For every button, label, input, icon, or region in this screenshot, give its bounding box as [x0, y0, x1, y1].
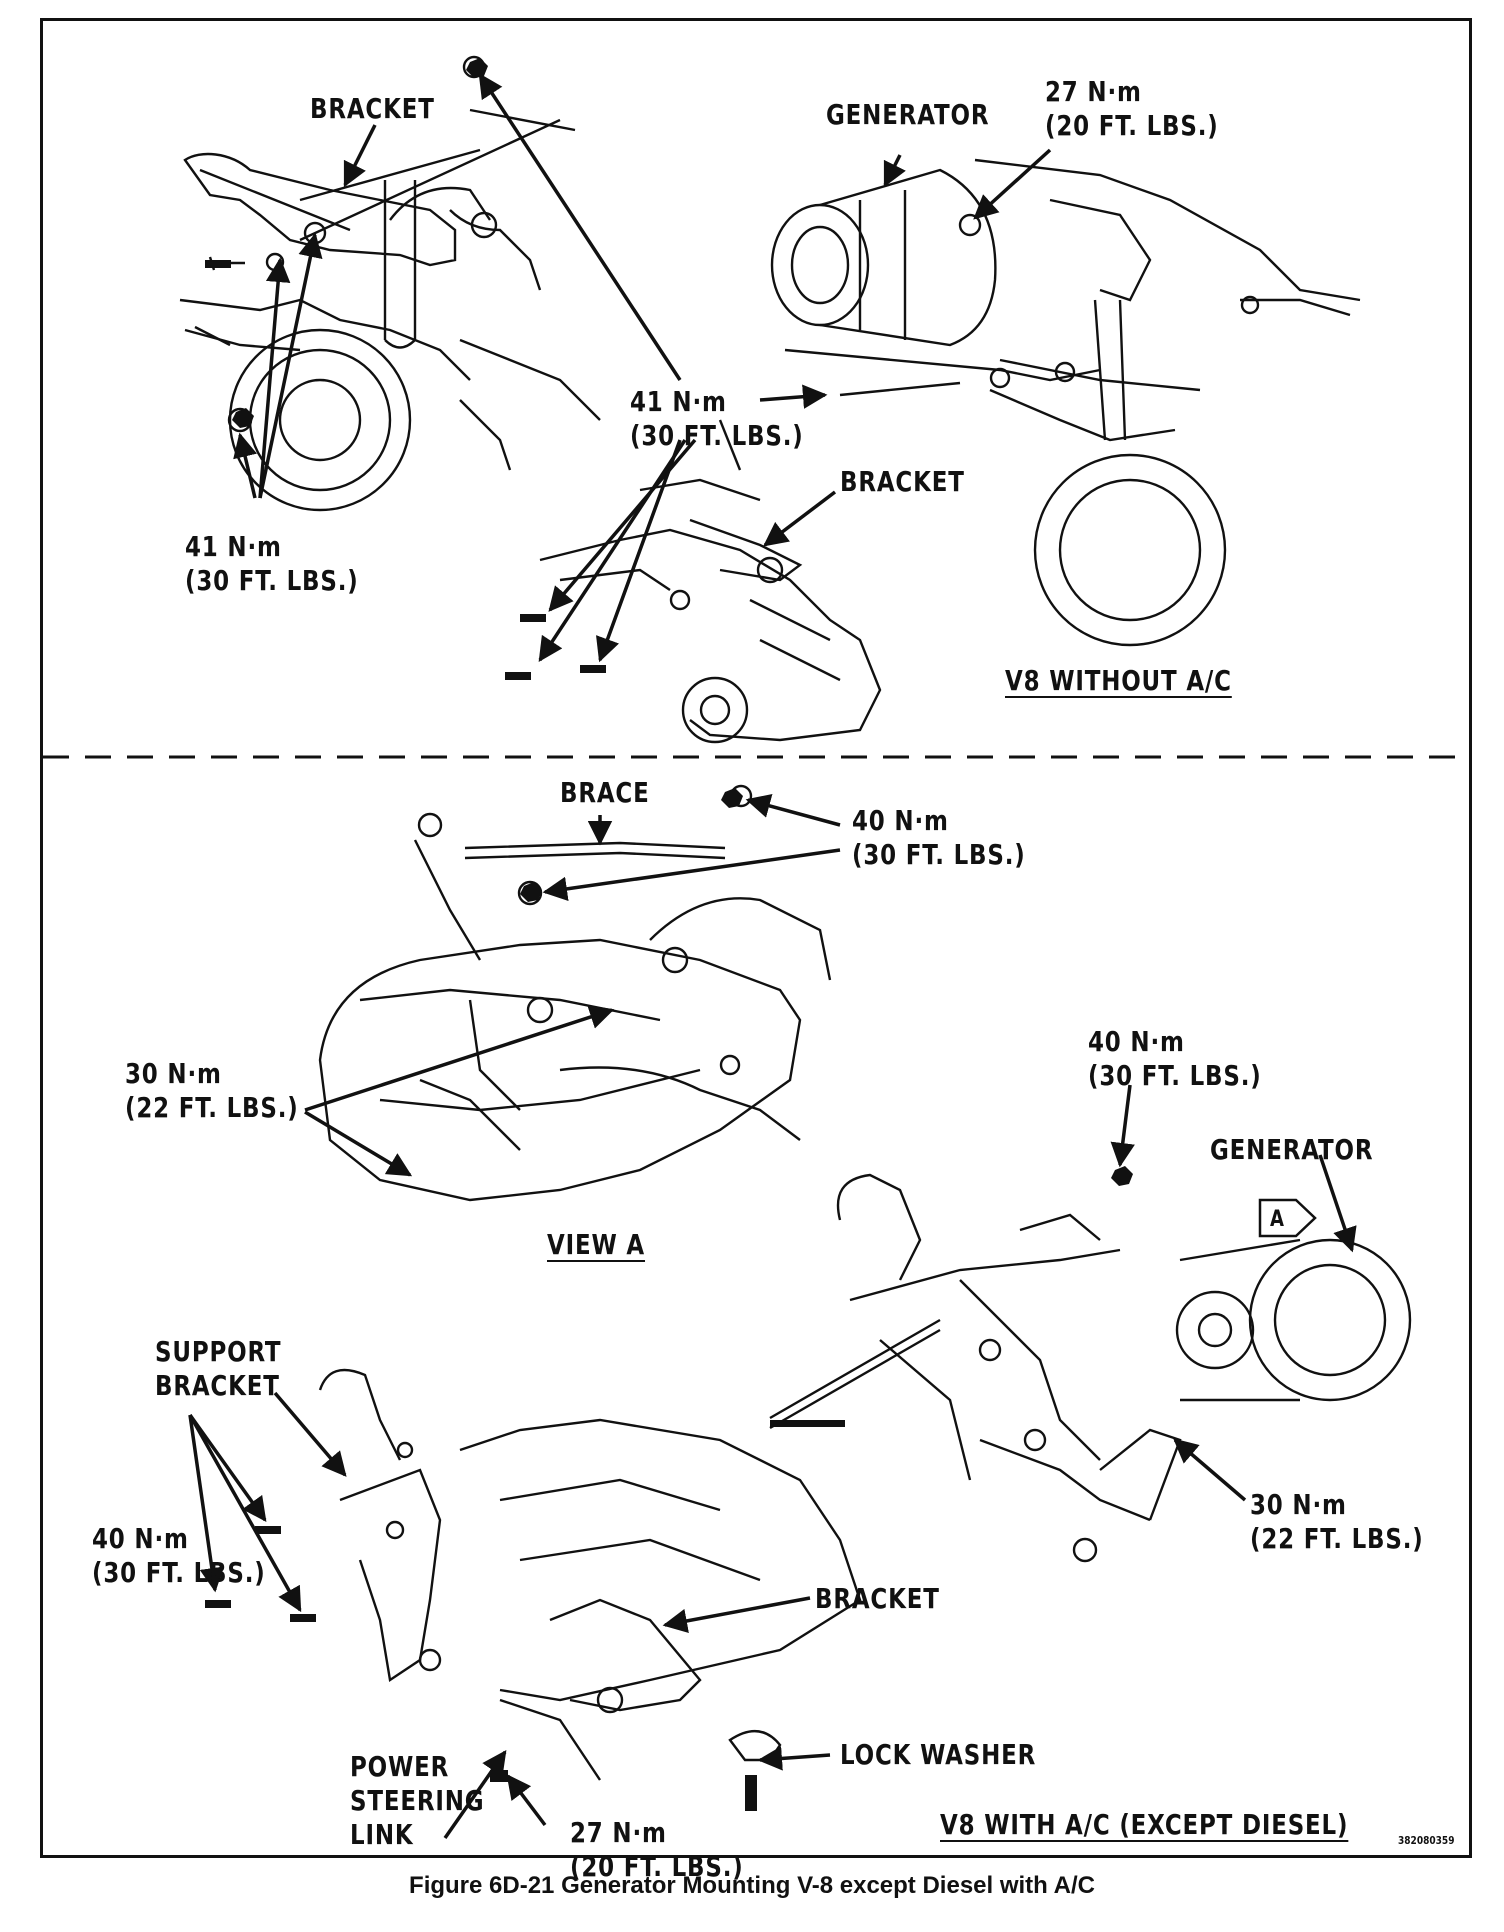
leader-arrows: [188, 72, 1357, 1840]
label-torque-27-bottom: 27 N·m (20 FT. LBS.): [570, 1816, 744, 1883]
figure-caption: Figure 6D-21 Generator Mounting V-8 exce…: [409, 1872, 1095, 1899]
label-support-bracket: SUPPORT BRACKET: [155, 1335, 282, 1402]
label-power-steering-link: POWER STEERING LINK: [350, 1750, 485, 1851]
label-lock-washer: LOCK WASHER: [840, 1738, 1037, 1771]
label-torque-41-left: 41 N·m (30 FT. LBS.): [185, 530, 359, 597]
label-bracket-upper: BRACKET: [310, 92, 435, 125]
title-v8-without-ac: V8 WITHOUT A/C: [1005, 664, 1232, 697]
bottom-right-generator-drawing: [769, 1173, 1412, 1563]
bottom-left-engine-drawing: [318, 1368, 862, 1781]
label-bracket-lower: BRACKET: [840, 465, 965, 498]
label-torque-41-center: 41 N·m (30 FT. LBS.): [630, 385, 804, 452]
view-a-marker-letter: A: [1270, 1207, 1285, 1232]
fasteners: [205, 58, 1133, 1811]
label-generator-bottom: GENERATOR: [1210, 1133, 1374, 1166]
label-torque-30-view: 30 N·m (22 FT. LBS.): [125, 1057, 299, 1124]
diagram-frame: [40, 18, 1472, 1858]
label-torque-27-top: 27 N·m (20 FT. LBS.): [1045, 75, 1219, 142]
label-torque-30-gen: 30 N·m (22 FT. LBS.): [1250, 1488, 1424, 1555]
label-torque-40-left: 40 N·m (30 FT. LBS.): [92, 1522, 266, 1589]
view-a-drawing: [318, 784, 832, 1202]
figure-code: 382080359: [1398, 1834, 1455, 1847]
title-v8-with-ac: V8 WITH A/C (EXCEPT DIESEL): [940, 1808, 1349, 1841]
top-center-waterpump-drawing: [539, 419, 882, 744]
title-view-a: VIEW A: [547, 1228, 646, 1261]
label-bracket-bottom: BRACKET: [815, 1582, 940, 1615]
label-generator-top: GENERATOR: [826, 98, 990, 131]
top-left-engine-drawing: [179, 55, 601, 512]
label-torque-40-brace: 40 N·m (30 FT. LBS.): [852, 804, 1026, 871]
top-right-generator-drawing: [770, 158, 1361, 647]
label-torque-40-top: 40 N·m (30 FT. LBS.): [1088, 1025, 1262, 1092]
view-a-marker: [1258, 1198, 1317, 1238]
label-brace: BRACE: [560, 776, 650, 809]
